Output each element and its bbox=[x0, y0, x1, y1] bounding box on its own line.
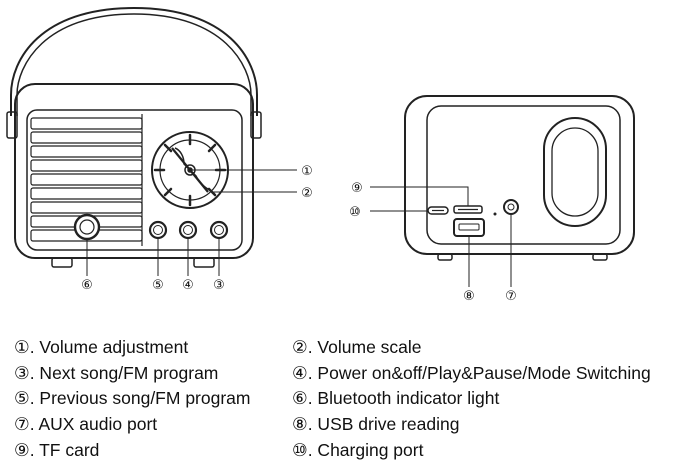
legend-item-3: ③. Next song/FM program bbox=[14, 362, 218, 385]
legend: ①. Volume adjustment ②. Volume scale ③. … bbox=[0, 330, 694, 466]
legend-num-4: ④ bbox=[292, 364, 308, 384]
handle bbox=[10, 6, 258, 116]
legend-item-7: ⑦. AUX audio port bbox=[14, 413, 157, 436]
indicator-dot bbox=[493, 212, 497, 216]
legend-item-6: ⑥. Bluetooth indicator light bbox=[292, 387, 499, 410]
legend-text-6: . Bluetooth indicator light bbox=[307, 388, 500, 408]
callout-1: ① bbox=[301, 164, 313, 179]
foot-right bbox=[193, 257, 215, 268]
back-panel bbox=[426, 105, 621, 245]
usb-port[interactable] bbox=[453, 218, 485, 237]
callout-8: ⑧ bbox=[463, 289, 475, 304]
front-leader-lines bbox=[86, 169, 297, 276]
next-button[interactable] bbox=[209, 220, 229, 240]
back-body bbox=[404, 95, 635, 255]
back-foot-right bbox=[592, 253, 608, 261]
legend-num-7: ⑦ bbox=[14, 415, 30, 435]
callout-7: ⑦ bbox=[505, 289, 517, 304]
back-leader-lines bbox=[370, 186, 512, 287]
handle-inner bbox=[16, 13, 252, 116]
legend-text-1: . Volume adjustment bbox=[29, 337, 189, 357]
legend-num-3: ③ bbox=[14, 364, 30, 384]
legend-text-4: . Power on&off/Play&Pause/Mode Switching bbox=[307, 363, 651, 383]
legend-text-7: . AUX audio port bbox=[29, 414, 158, 434]
aux-port[interactable] bbox=[503, 199, 519, 215]
bluetooth-indicator bbox=[73, 213, 101, 241]
previous-button[interactable] bbox=[148, 220, 168, 240]
handle-mount-left bbox=[6, 111, 18, 139]
legend-item-5: ⑤. Previous song/FM program bbox=[14, 387, 250, 410]
legend-item-8: ⑧. USB drive reading bbox=[292, 413, 459, 436]
legend-item-10: ⑩. Charging port bbox=[292, 439, 423, 462]
callout-2: ② bbox=[301, 186, 313, 201]
callout-4: ④ bbox=[182, 278, 194, 293]
foot-left bbox=[51, 257, 73, 268]
front-panel bbox=[26, 109, 243, 251]
bass-port bbox=[543, 117, 607, 227]
legend-text-8: . USB drive reading bbox=[307, 414, 460, 434]
handle-mount-right bbox=[250, 111, 262, 139]
legend-num-2: ② bbox=[292, 338, 308, 358]
legend-text-2: . Volume scale bbox=[307, 337, 422, 357]
front-view bbox=[6, 6, 297, 276]
legend-item-2: ②. Volume scale bbox=[292, 336, 422, 359]
callout-9: ⑨ bbox=[351, 181, 363, 196]
callout-10: ⑩ bbox=[349, 205, 361, 220]
legend-num-5: ⑤ bbox=[14, 389, 30, 409]
front-body bbox=[14, 83, 254, 259]
power-play-mode-button[interactable] bbox=[178, 220, 198, 240]
callout-5: ⑤ bbox=[152, 278, 164, 293]
legend-item-9: ⑨. TF card bbox=[14, 439, 99, 462]
legend-num-9: ⑨ bbox=[14, 441, 30, 461]
legend-num-8: ⑧ bbox=[292, 415, 308, 435]
legend-num-6: ⑥ bbox=[292, 389, 308, 409]
back-foot-left bbox=[437, 253, 453, 261]
radio-diagram: ① ② ⑥ ⑤ ④ ③ ⑨ ⑩ ⑧ ⑦ bbox=[6, 6, 635, 304]
legend-item-1: ①. Volume adjustment bbox=[14, 336, 188, 359]
legend-text-9: . TF card bbox=[29, 440, 100, 460]
legend-text-5: . Previous song/FM program bbox=[29, 388, 251, 408]
legend-item-4: ④. Power on&off/Play&Pause/Mode Switchin… bbox=[292, 362, 651, 385]
legend-num-10: ⑩ bbox=[292, 441, 308, 461]
callout-6: ⑥ bbox=[81, 278, 93, 293]
legend-text-10: . Charging port bbox=[307, 440, 424, 460]
back-view bbox=[370, 95, 635, 287]
legend-text-3: . Next song/FM program bbox=[29, 363, 219, 383]
legend-num-1: ① bbox=[14, 338, 30, 358]
callout-3: ③ bbox=[213, 278, 225, 293]
